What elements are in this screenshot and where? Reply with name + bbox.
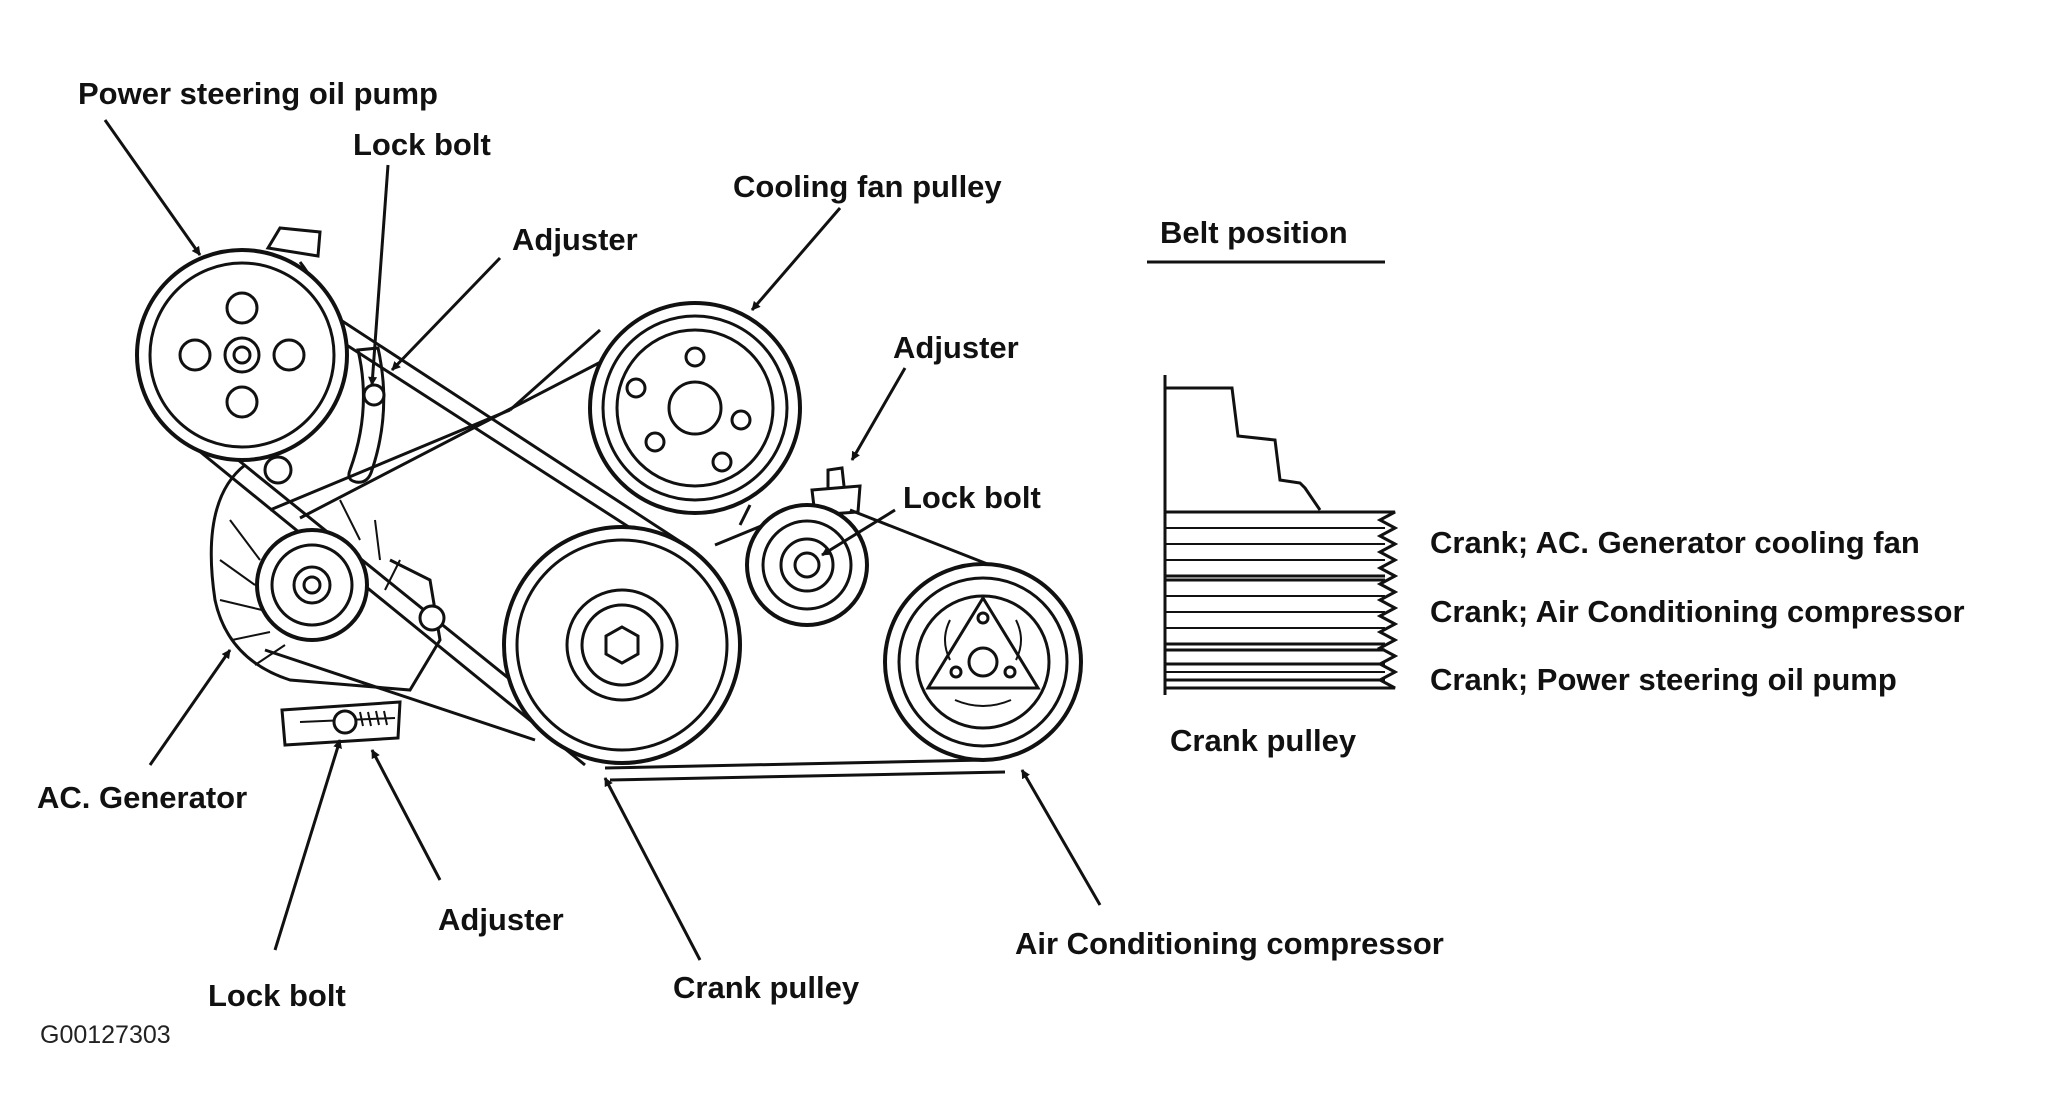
arrow-crank-pulley bbox=[603, 777, 702, 961]
ps-pump-hole bbox=[272, 338, 306, 372]
label-air-conditioning-compressor: Air Conditioning compressor bbox=[1015, 926, 1444, 961]
gen-fan-belt-bottom bbox=[264, 648, 536, 742]
compressor-hub bbox=[967, 646, 999, 678]
fan-belt-left-2 bbox=[269, 408, 511, 512]
ps-lock-bolt bbox=[362, 383, 386, 407]
belt-position-row-1: Crank; AC. Generator cooling fan bbox=[1430, 525, 1920, 560]
compressor-clutch-plate bbox=[925, 595, 1041, 690]
crank-pulley bbox=[502, 525, 742, 765]
arrow-cooling-fan-pulley bbox=[750, 207, 842, 311]
compressor-rivet bbox=[1003, 665, 1017, 679]
ps-belt-upper-inner bbox=[299, 313, 681, 562]
power-steering-pump bbox=[135, 226, 386, 485]
ps-pump-hole bbox=[225, 385, 259, 419]
leader-lines bbox=[103, 119, 1102, 961]
fan-pulley-hub bbox=[667, 380, 723, 436]
fan-belt-left bbox=[509, 328, 601, 412]
ps-pump-hub-center bbox=[232, 345, 252, 365]
label-adjuster-top-left: Adjuster bbox=[512, 222, 638, 257]
ac-belt-top-b bbox=[849, 508, 991, 567]
fan-belt-right bbox=[738, 504, 752, 526]
label-lock-bolt-right: Lock bolt bbox=[903, 480, 1041, 515]
label-adjuster-bottom: Adjuster bbox=[438, 902, 564, 937]
compressor-rivet bbox=[976, 611, 990, 625]
generator-housing bbox=[209, 463, 442, 692]
fan-pulley-bolt bbox=[644, 431, 666, 453]
label-cooling-fan-pulley: Cooling fan pulley bbox=[733, 169, 1002, 204]
fan-pulley-bolt bbox=[684, 346, 706, 368]
arrow-ac-generator bbox=[148, 649, 232, 766]
generator-hub-center bbox=[302, 575, 322, 595]
idler-pulley bbox=[745, 466, 869, 627]
fan-pulley-bolt bbox=[711, 451, 733, 473]
belt-position-caption: Crank pulley bbox=[1170, 723, 1357, 758]
arrow-lock-bolt-right bbox=[821, 508, 896, 557]
label-crank-pulley: Crank pulley bbox=[673, 970, 860, 1005]
generator-upper-bolt bbox=[418, 604, 446, 632]
generator-lock-bolt bbox=[332, 709, 358, 735]
crank-pulley-grooves bbox=[1165, 510, 1399, 690]
ac-belt-bottom-2 bbox=[609, 770, 1006, 782]
compressor-rivet bbox=[949, 665, 963, 679]
belt-band-generator-fan bbox=[1165, 527, 1385, 582]
belt-position-title: Belt position bbox=[1160, 215, 1348, 250]
ps-mount-bolt bbox=[263, 455, 293, 485]
arrow-adjuster-top-left bbox=[390, 256, 502, 372]
ps-adjuster-slot bbox=[347, 346, 386, 484]
gen-fan-belt-top bbox=[299, 350, 621, 520]
belt-position-row-3: Crank; Power steering oil pump bbox=[1430, 662, 1897, 697]
idler-lock-bolt bbox=[793, 551, 821, 579]
cooling-fan-pulley bbox=[588, 301, 802, 515]
ps-belt-lower bbox=[154, 413, 586, 767]
ps-pump-hole bbox=[225, 291, 259, 325]
ac-generator bbox=[209, 463, 446, 747]
figure-code: G00127303 bbox=[40, 1021, 171, 1049]
labels: Power steering oil pump Lock bolt Adjust… bbox=[37, 76, 1965, 1049]
crank-bolt bbox=[604, 625, 640, 665]
belt-band-power-steering bbox=[1165, 662, 1385, 682]
ac-compressor bbox=[883, 562, 1083, 762]
compressor-springs bbox=[944, 619, 1022, 707]
arrow-adjuster-top-right bbox=[850, 367, 907, 461]
ps-belt-upper bbox=[309, 298, 691, 550]
label-power-steering-oil-pump: Power steering oil pump bbox=[78, 76, 438, 111]
belt-position-row-2: Crank; Air Conditioning compressor bbox=[1430, 594, 1965, 629]
label-ac-generator: AC. Generator bbox=[37, 780, 247, 815]
label-lock-bolt-bottom: Lock bolt bbox=[208, 978, 346, 1013]
label-adjuster-top-right: Adjuster bbox=[893, 330, 1019, 365]
arrow-lock-bolt-top bbox=[368, 164, 390, 386]
arrow-adjuster-bottom bbox=[370, 749, 442, 881]
label-lock-bolt-top: Lock bolt bbox=[353, 127, 491, 162]
generator-fan-vanes-right bbox=[339, 499, 401, 591]
generator-fan-vanes bbox=[219, 519, 286, 666]
arrow-air-conditioning-compressor bbox=[1020, 769, 1102, 906]
generator-adjuster-bracket bbox=[280, 700, 402, 747]
crank-pulley-section-profile bbox=[1165, 386, 1322, 511]
ac-belt-bottom bbox=[604, 758, 986, 770]
generator-adjuster-thread bbox=[359, 710, 388, 727]
ps-pump-hole bbox=[178, 338, 212, 372]
belt-band-ac-compressor bbox=[1165, 595, 1385, 652]
idler-adjuster-stud bbox=[826, 466, 846, 488]
fan-pulley-bolt bbox=[730, 409, 752, 431]
belt-position-inset bbox=[1147, 260, 1399, 695]
ps-pump-bracket-tab bbox=[265, 226, 322, 258]
arrow-lock-bolt-bottom bbox=[273, 739, 342, 951]
arrow-power-steering-oil-pump bbox=[103, 119, 202, 256]
drive-belts bbox=[154, 298, 1006, 782]
fan-pulley-bolt bbox=[625, 377, 647, 399]
